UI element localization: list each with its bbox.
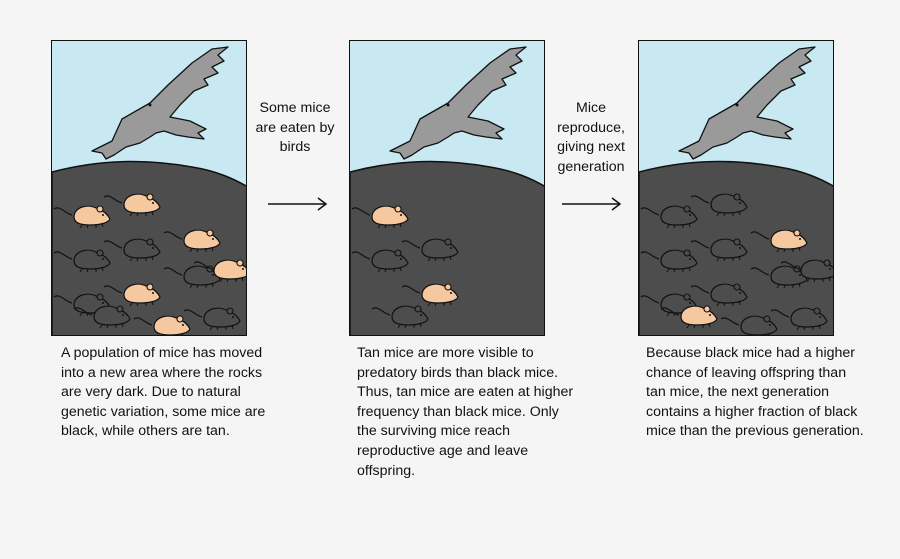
black-mouse-icon: [690, 283, 748, 307]
black-mouse-icon: [640, 205, 698, 229]
black-mouse-icon: [770, 307, 828, 331]
black-mouse-icon: [690, 193, 748, 217]
mouse-group: [351, 205, 459, 329]
mouse-group: [53, 193, 246, 335]
tan-mouse-icon: [193, 259, 246, 283]
black-mouse-icon: [750, 265, 808, 289]
black-mouse-icon: [103, 238, 161, 262]
step-label-predation: Some mice are eaten by birds: [255, 100, 335, 156]
tan-mouse-icon: [351, 205, 409, 229]
caption-initial-population: A population of mice has moved into a ne…: [61, 345, 266, 440]
black-mouse-icon: [690, 238, 748, 262]
black-mouse-icon: [640, 249, 698, 273]
black-mouse-icon: [351, 249, 409, 273]
hawk-icon: [91, 46, 229, 160]
hawk-icon: [678, 46, 816, 160]
tan-mouse-icon: [401, 283, 459, 307]
scene-initial: [52, 41, 246, 335]
tan-mouse-icon: [163, 229, 221, 253]
caption-predation: Tan mice are more visible to predatory b…: [357, 345, 574, 479]
tan-mouse-icon: [103, 193, 161, 217]
panel-next-generation: [638, 40, 834, 336]
black-mouse-icon: [183, 307, 241, 331]
mouse-group: [640, 193, 833, 335]
hawk-icon: [389, 46, 527, 160]
tan-mouse-icon: [750, 229, 808, 253]
panel-predation: [349, 40, 545, 336]
scene-predation: [350, 41, 544, 335]
panel-initial-population: [51, 40, 247, 336]
black-mouse-icon: [401, 238, 459, 262]
black-mouse-icon: [53, 249, 111, 273]
black-mouse-icon: [371, 305, 429, 329]
black-mouse-icon: [163, 265, 221, 289]
step-label-reproduction: Mice reproduce, giving next generation: [557, 100, 625, 175]
tan-mouse-icon: [133, 315, 191, 335]
tan-mouse-icon: [53, 205, 111, 229]
black-mouse-icon: [73, 305, 131, 329]
tan-mouse-icon: [103, 283, 161, 307]
black-mouse-icon: [780, 259, 833, 283]
black-mouse-icon: [720, 315, 778, 335]
scene-next-generation: [639, 41, 833, 335]
right-arrow-icon: [268, 197, 328, 211]
tan-mouse-icon: [660, 305, 718, 329]
right-arrow-icon: [562, 197, 622, 211]
caption-next-generation: Because black mice had a higher chance o…: [646, 345, 864, 440]
